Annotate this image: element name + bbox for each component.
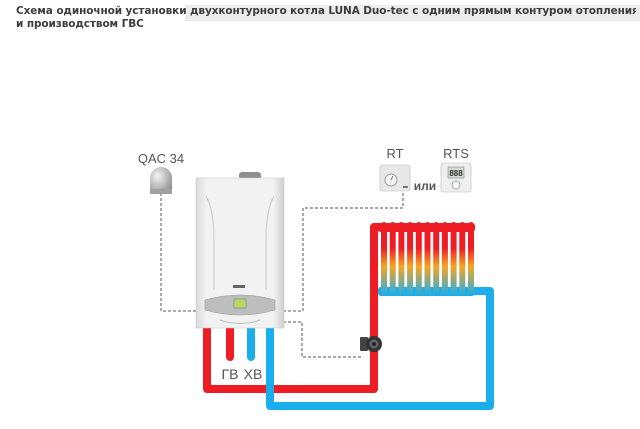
radiator-section (450, 222, 457, 296)
radiator-section (424, 222, 431, 296)
radiator-section (468, 222, 474, 296)
outdoor-sensor-label: QAC 34 (138, 151, 184, 166)
cold-water-label: ХВ (244, 366, 263, 382)
radiator (378, 222, 475, 296)
rts-label: RTS (443, 146, 469, 161)
rt-thermostat-icon (379, 164, 411, 192)
thermostat-wire (283, 188, 404, 312)
radiator-section (459, 222, 466, 296)
pump-wire (283, 321, 362, 358)
radiator-section (433, 222, 440, 296)
circulation-pump-icon (360, 336, 382, 352)
boiler (195, 172, 285, 329)
heating-flow-pipe (203, 223, 382, 393)
radiator-section (398, 222, 405, 296)
radiator-section (389, 222, 396, 296)
boiler-display (233, 298, 247, 309)
radiator-section (441, 222, 448, 296)
title-line-1: Схема одиночной установки двухконтурного… (16, 5, 636, 17)
radiator-section (415, 222, 422, 296)
hot-water-label: ГВ (222, 366, 239, 382)
outdoor-sensor-icon (150, 167, 172, 194)
title-line-2: и производством ГВС (16, 18, 144, 30)
boiler-logo (233, 285, 245, 288)
diagram-title: Схема одиночной установки двухконтурного… (16, 5, 636, 31)
radiator-section (381, 222, 387, 296)
radiator-section (407, 222, 414, 296)
rts-display-digits: 888 (449, 169, 463, 178)
or-label: или (414, 179, 436, 193)
title-highlight-band (185, 5, 640, 21)
rt-label: RT (386, 146, 403, 161)
outdoor-sensor-wire (160, 193, 198, 312)
control-wires (160, 188, 404, 358)
rts-thermostat-icon: 888 (440, 162, 472, 193)
